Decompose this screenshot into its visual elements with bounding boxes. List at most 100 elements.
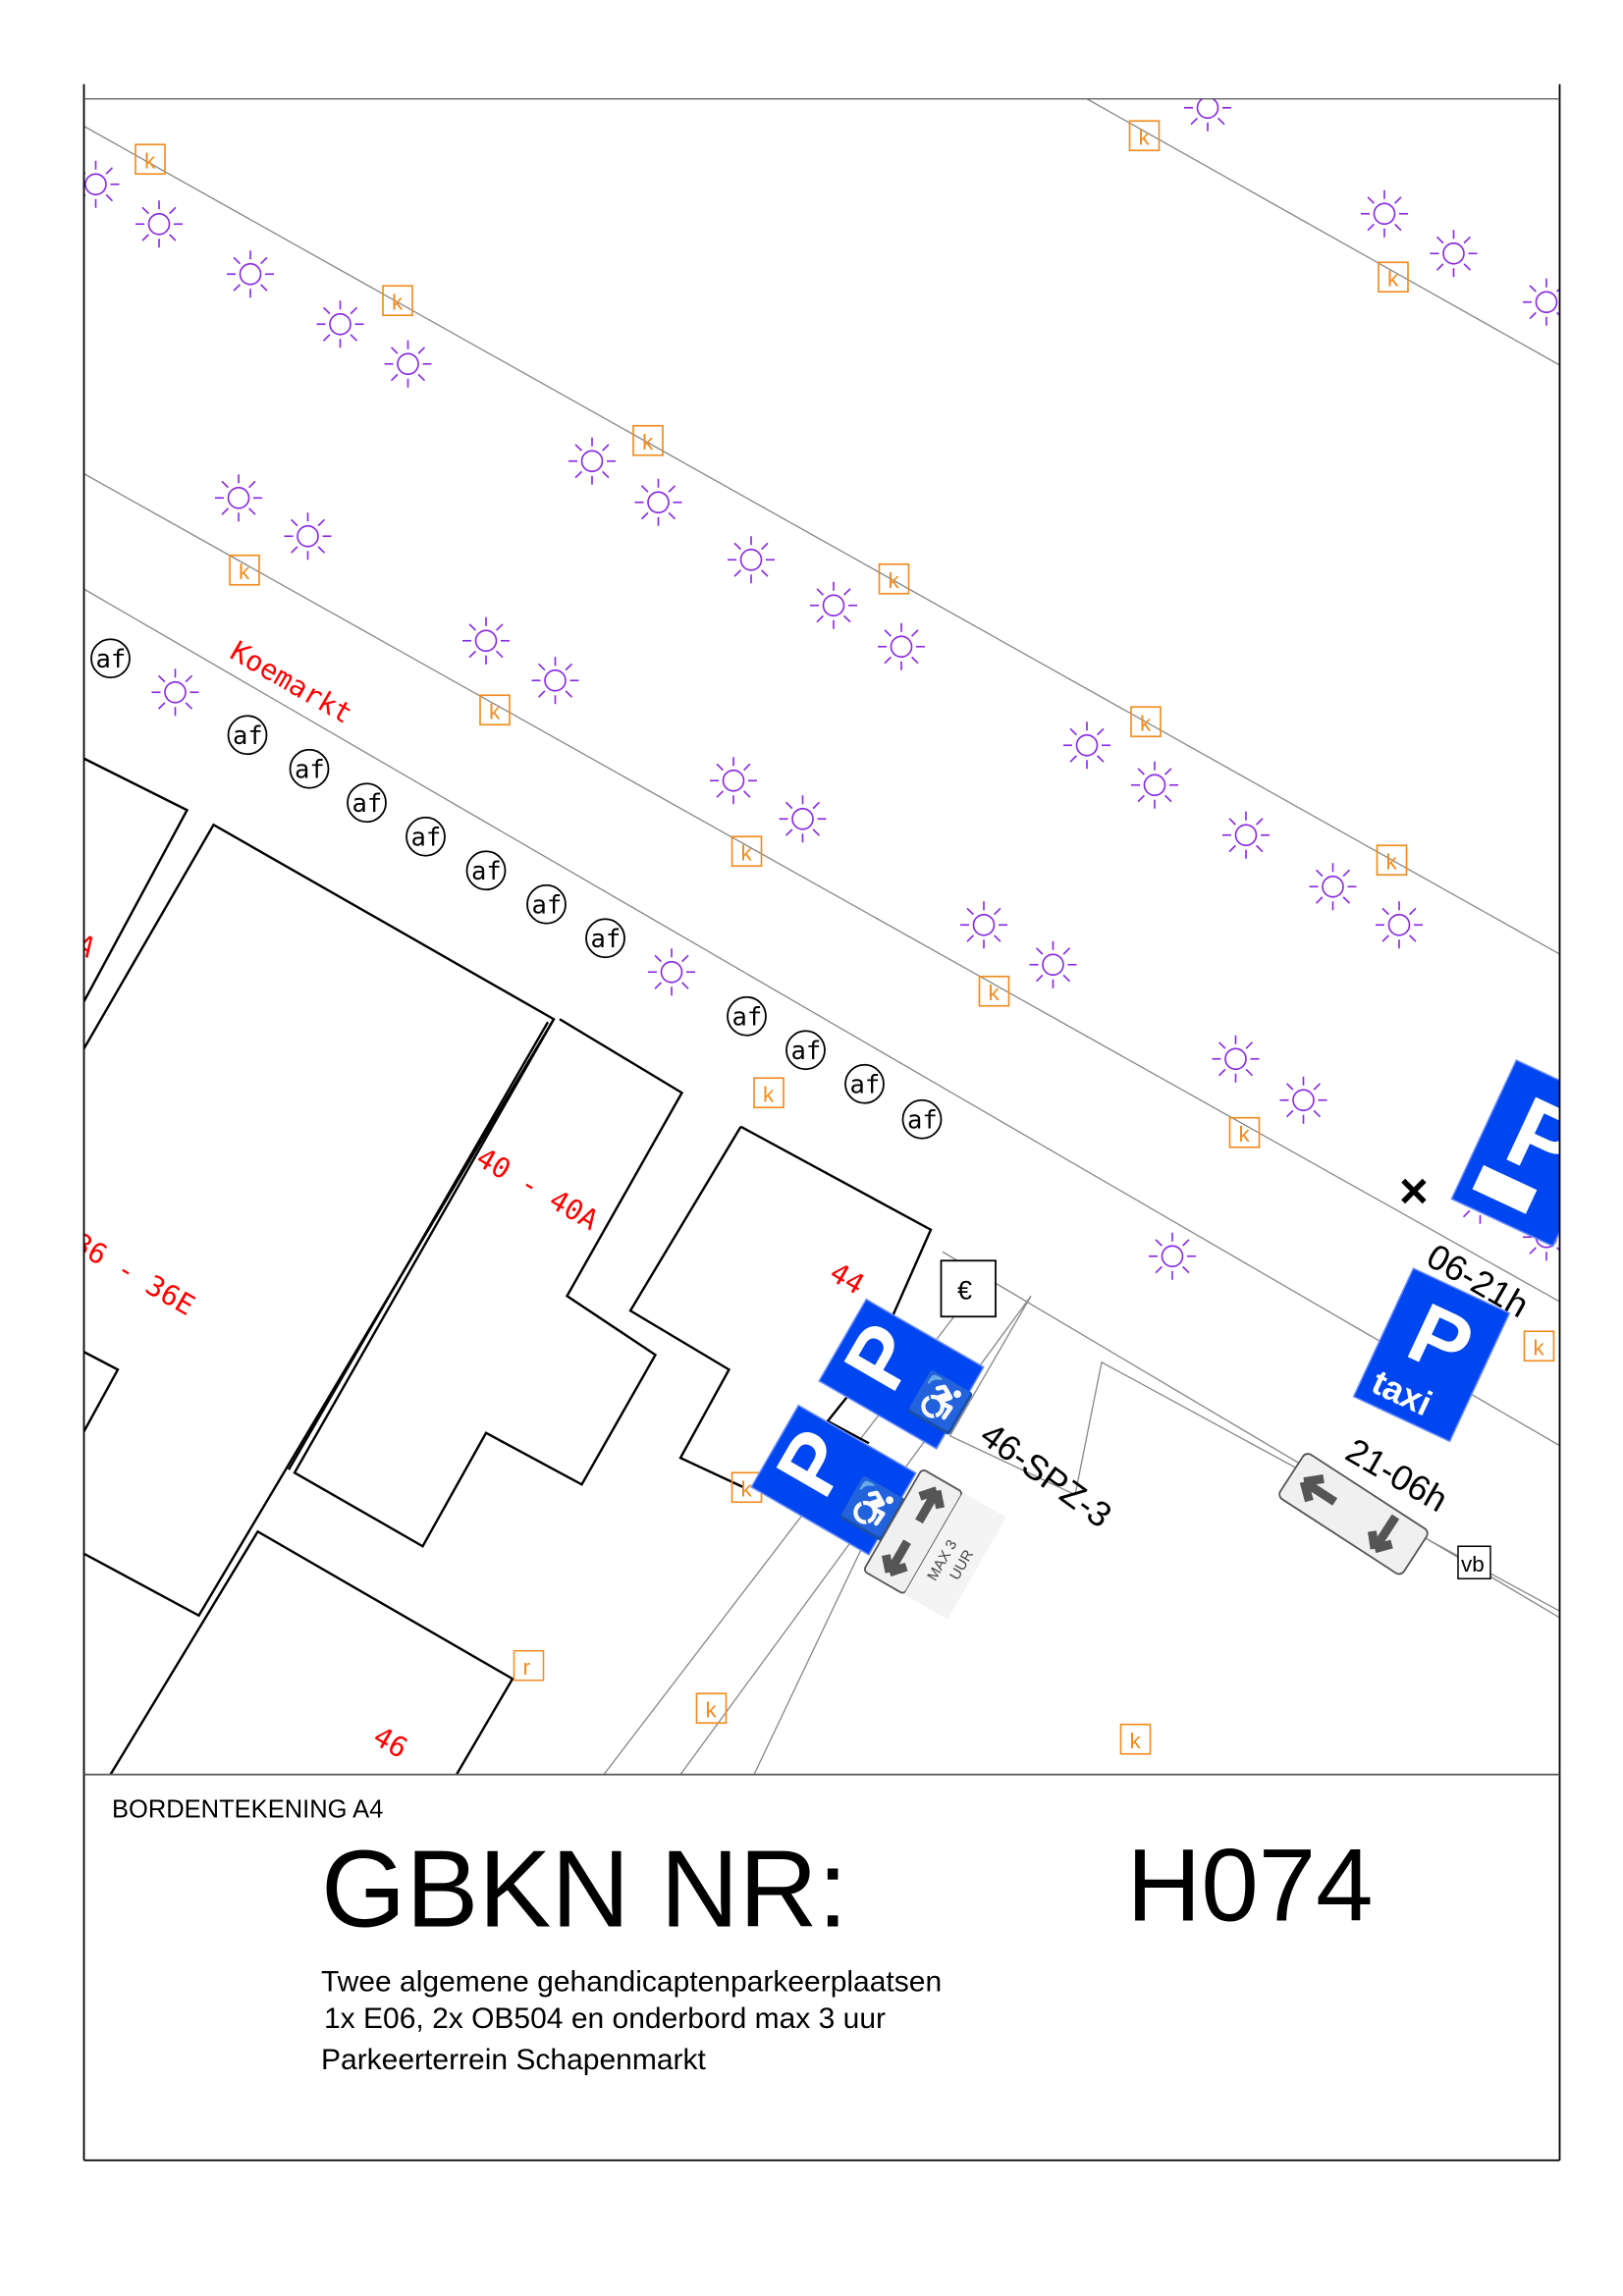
lamp-icon [1212,1035,1260,1083]
tree-marker: k [730,835,763,868]
lamp-icon [810,581,857,629]
tree-marker: k [1228,1116,1261,1148]
svg-text:k: k [392,290,404,314]
tree-marker: k [632,424,664,456]
svg-text:k: k [1387,266,1399,291]
lamp-icon [634,478,682,526]
bin-marker: af [465,850,507,891]
euro-box: € [940,1259,997,1318]
svg-text:af: af [532,890,563,920]
svg-text:k: k [1239,1122,1251,1147]
vb-box: vb [1457,1545,1491,1579]
house-number-a: A [71,928,101,964]
lamp-icon [648,948,695,996]
svg-text:af: af [295,755,325,784]
tree-marker: k [1523,1330,1555,1362]
svg-text:k: k [1130,1729,1142,1753]
lamp-icon [779,795,827,843]
tree-marker: k [1378,261,1409,294]
svg-text:k: k [1386,849,1398,874]
arrow-sign-right [1278,1453,1429,1575]
lamp-icon [316,300,364,348]
svg-text:k: k [144,148,156,173]
tree-marker: k [1376,844,1408,877]
svg-text:af: af [233,721,263,751]
r-box: r [513,1650,545,1682]
house-number-36: 36 - 36E [68,1227,200,1322]
svg-text:k: k [489,699,501,723]
lamp-icon [1131,761,1178,809]
svg-text:k: k [1139,125,1151,149]
lamp-icon [1029,940,1077,988]
svg-text:af: af [732,1002,763,1032]
lamp-icon [531,657,579,705]
bin-marker: af [227,715,268,756]
svg-text:af: af [907,1105,938,1135]
tree-marker: k [1119,1723,1152,1755]
disabled-parking-sign-1: P ♿ [818,1298,985,1450]
tree-marker: k [978,975,1010,1007]
svg-text:af: af [352,789,383,819]
svg-text:af: af [591,925,622,954]
svg-text:€: € [957,1275,972,1305]
bin-marker: af [785,1030,826,1071]
lamp-icon [568,437,616,485]
svg-text:k: k [239,560,250,584]
lamp-icon [1309,863,1357,911]
svg-text:k: k [741,840,753,865]
svg-text:af: af [96,645,127,674]
bin-marker: af [585,918,625,959]
bin-marker: af [347,782,387,824]
svg-text:k: k [1140,711,1152,735]
location-label: Parkeerterrein Schapenmarkt [321,2044,707,2076]
tree-marker: k [878,562,910,595]
svg-text:r: r [523,1655,531,1680]
svg-text:k: k [1534,1335,1545,1360]
title-block: BORDENTEKENING A4 GBKN NR: H074 Twee alg… [112,1795,1374,2076]
arrow-down-icon [1367,1514,1400,1554]
arrow-left-icon [1299,1473,1338,1506]
lamp-icon [1361,189,1408,238]
lamp-icon [227,250,274,298]
lamp-icon [1149,1232,1196,1280]
svg-text:k: k [989,981,1001,1005]
svg-text:k: k [889,568,900,593]
road-lines [83,98,1560,1775]
arrow-icon [881,1539,911,1577]
drawing-frame [82,83,1561,2162]
bin-marker: af [406,816,446,857]
lamp-icon [1430,230,1478,278]
svg-text:af: af [471,857,502,886]
tree-marker: k [753,1077,784,1109]
tree-marker: k [695,1692,728,1725]
bin-marker: af [844,1063,885,1104]
taxi-sign: P taxi [1352,1267,1511,1443]
lamp-icon [1523,278,1560,326]
buildings [83,757,933,1775]
gbkn-number: H074 [1127,1828,1374,1943]
svg-text:vb: vb [1461,1552,1485,1576]
lamp-icon [384,340,432,388]
bin-marker: af [289,748,330,789]
drawing-type: BORDENTEKENING A4 [112,1795,383,1823]
tree-marker: k [479,694,511,726]
cross-mark: × [1399,1162,1429,1218]
svg-text:af: af [411,823,442,852]
svg-text:k: k [763,1082,775,1106]
lamp-icon [710,757,757,805]
bin-marker: af [90,638,131,679]
gbkn-label: GBKN NR: [321,1828,848,1949]
lamp-icon [878,622,925,670]
house-number-40: 40 - 40A [471,1142,604,1237]
lamp-icon [83,160,120,208]
svg-text:k: k [741,1476,753,1501]
svg-text:k: k [642,430,654,454]
lamp-icon [215,474,262,522]
lamp-icon [462,616,510,665]
house-number-44: 44 [825,1256,870,1302]
arrow-icon [915,1486,946,1524]
bin-marker: af [901,1098,943,1140]
